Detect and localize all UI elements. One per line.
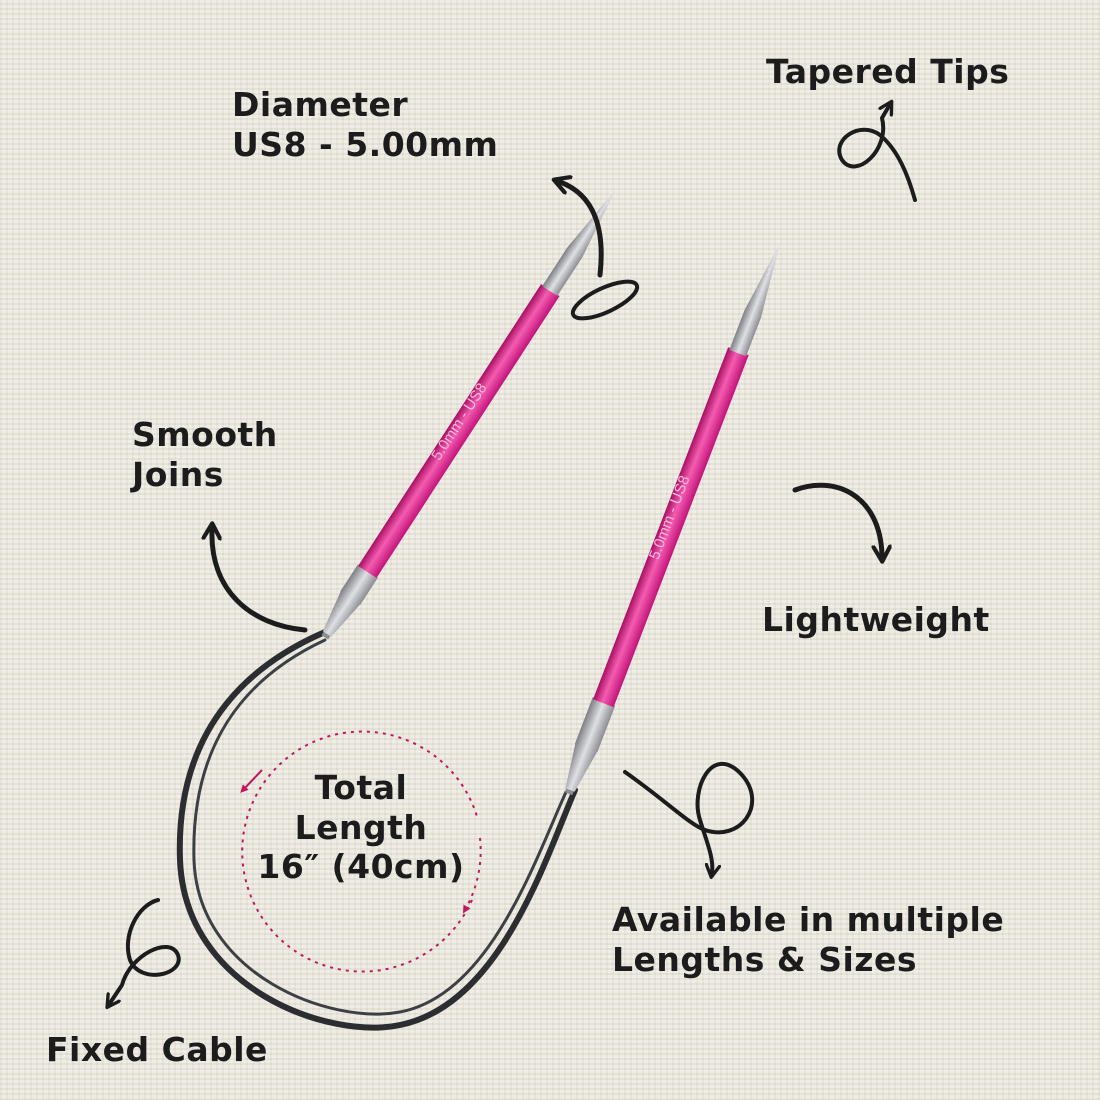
smooth-joins-label: Smooth Joins bbox=[132, 415, 278, 494]
fixed-cable bbox=[176, 629, 578, 1031]
diameter-label: Diameter US8 - 5.00mm bbox=[232, 85, 499, 164]
fixed-cable-arrow-icon bbox=[110, 898, 181, 1003]
lightweight-label: Lightweight bbox=[762, 600, 990, 639]
lightweight-arrow-icon bbox=[792, 482, 882, 555]
length-indicator bbox=[240, 730, 482, 973]
available-arrow-icon bbox=[623, 761, 755, 872]
tapered-tips-label: Tapered Tips bbox=[766, 52, 1010, 91]
smooth-joins-arrow-icon bbox=[212, 530, 308, 633]
total-length-label: Total Length 16″ (40cm) bbox=[257, 768, 465, 887]
diameter-arrow-icon bbox=[560, 182, 604, 278]
annotation-arrows bbox=[110, 106, 917, 1003]
needle-left: 5.0mm - US8 bbox=[321, 189, 616, 640]
needle-imprint: 5.0mm - US8 bbox=[428, 380, 490, 463]
available-label: Available in multiple Lengths & Sizes bbox=[612, 900, 1005, 979]
tapered-tips-arrow-icon bbox=[837, 106, 917, 202]
fixed-cable-label: Fixed Cable bbox=[46, 1030, 268, 1069]
diameter-ring-icon bbox=[570, 279, 640, 321]
needle-right: 5.0mm - US8 bbox=[564, 243, 780, 796]
